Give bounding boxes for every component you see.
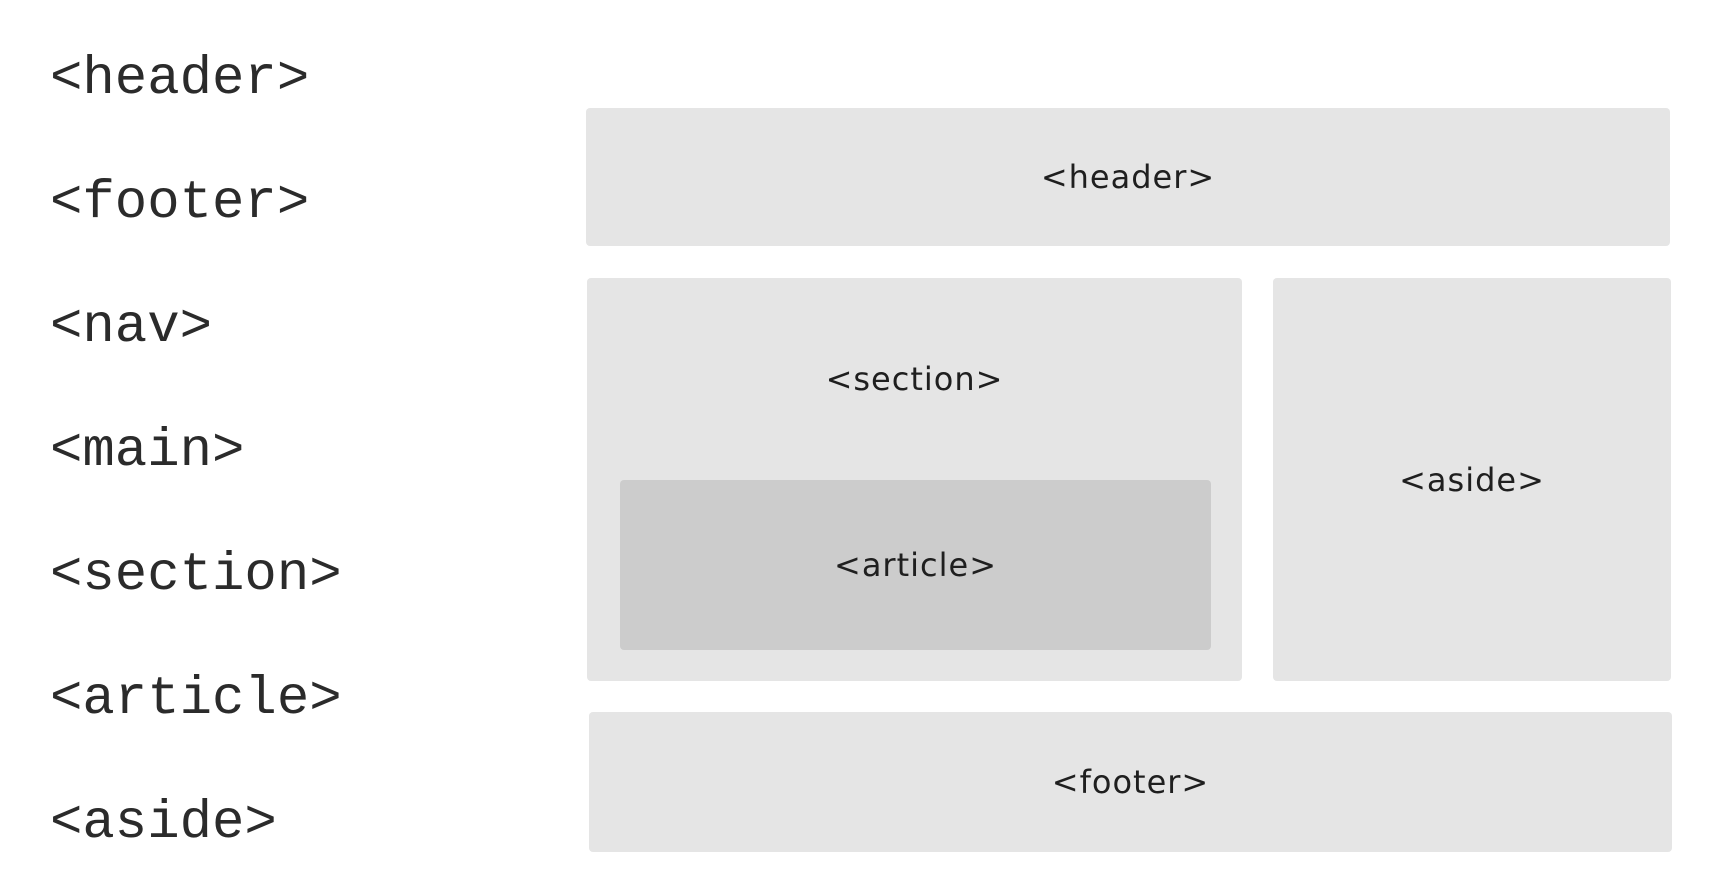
tag-list-item-section: <section> <box>50 545 342 606</box>
tag-list-item-main: <main> <box>50 421 245 482</box>
tag-list-item-footer: <footer> <box>50 173 310 234</box>
section-block-label: <section> <box>825 360 1004 398</box>
header-block-label: <header> <box>1040 158 1216 196</box>
semantic-tag-list: <header> <footer> <nav> <main> <section>… <box>50 40 342 872</box>
article-block: <article> <box>620 480 1211 650</box>
aside-block-label: <aside> <box>1399 460 1545 499</box>
header-block: <header> <box>586 108 1670 246</box>
footer-block-label: <footer> <box>1051 763 1210 801</box>
footer-block: <footer> <box>589 712 1672 852</box>
tag-list-item-aside: <aside> <box>50 793 277 854</box>
article-block-label: <article> <box>834 546 997 584</box>
aside-block: <aside> <box>1273 278 1671 681</box>
tag-list-item-nav: <nav> <box>50 297 213 358</box>
tag-list-item-article: <article> <box>50 669 342 730</box>
tag-list-item-header: <header> <box>50 49 310 110</box>
